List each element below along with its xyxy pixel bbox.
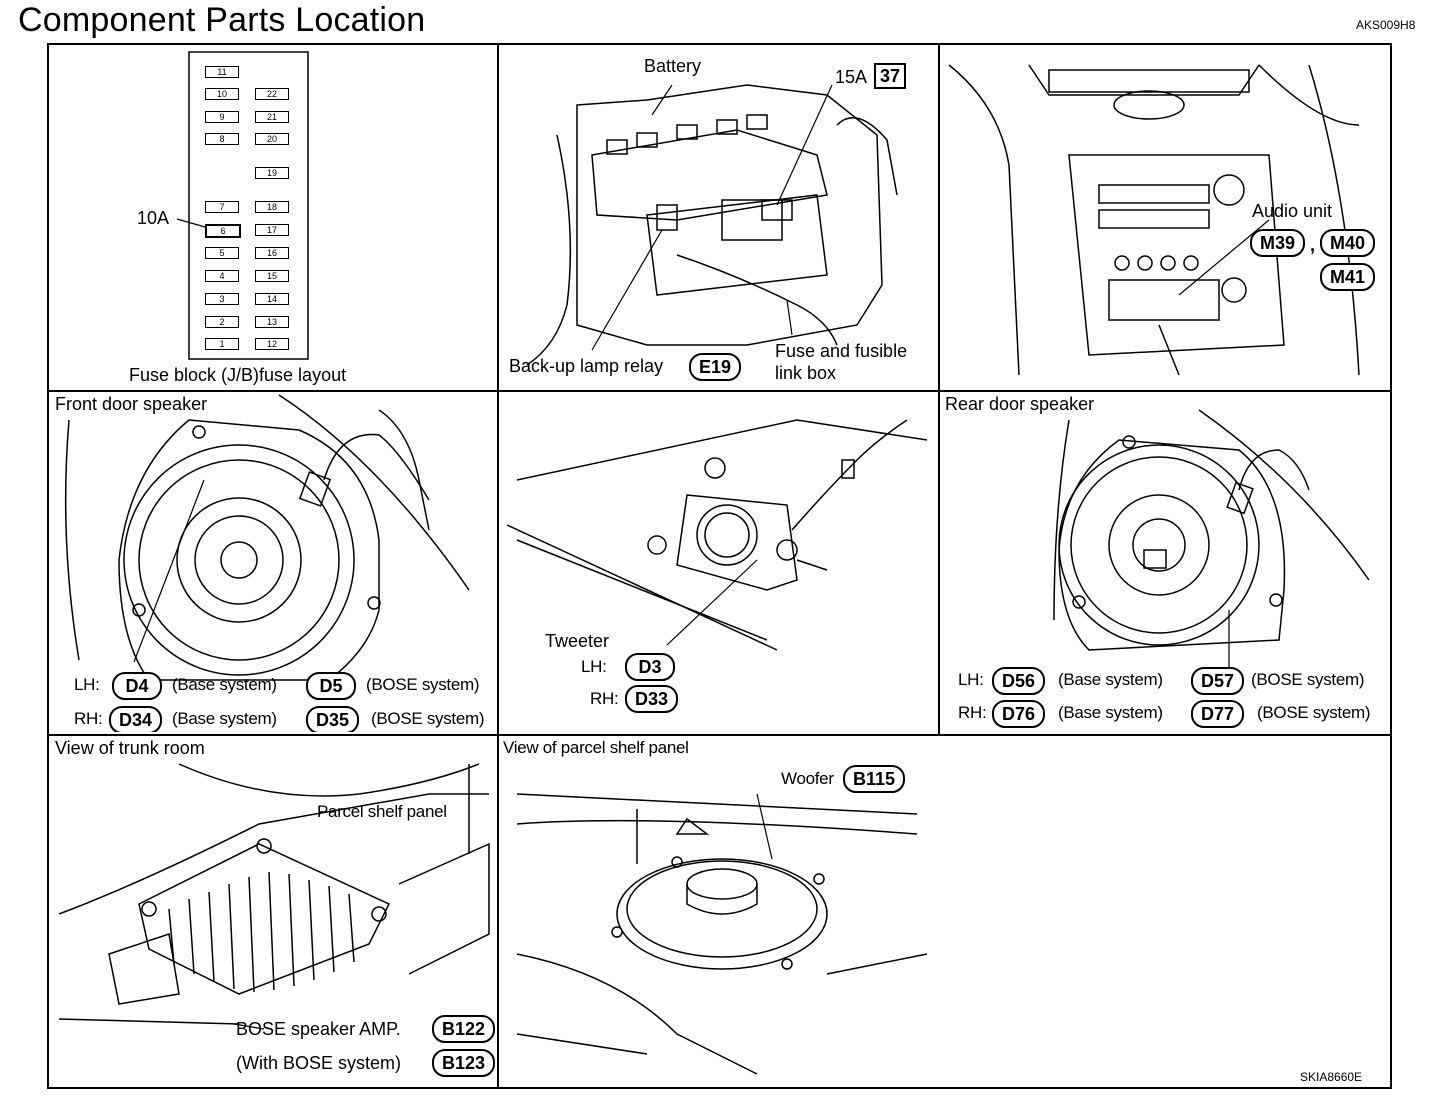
front-door-speaker-drawing <box>64 394 470 681</box>
connector-d34: D34 <box>109 706 163 732</box>
fuse-2: 2 <box>205 316 239 328</box>
diagram-frame <box>47 43 1392 1089</box>
front-door-speaker-title: Front door speaker <box>55 394 208 414</box>
with-bose-label: (With BOSE system) <box>236 1053 402 1073</box>
fuse-1: 1 <box>205 338 239 350</box>
fuse-10: 10 <box>205 88 239 100</box>
fuse-number-box: 37 <box>874 63 907 89</box>
connector-d76: D76 <box>992 700 1046 728</box>
connector-m41: M41 <box>1320 263 1376 291</box>
backup-lamp-relay-label: Back-up lamp relay <box>509 356 664 376</box>
fuse-7: 7 <box>205 201 239 213</box>
fuse-21: 21 <box>255 111 289 123</box>
fuse-11: 11 <box>205 66 239 78</box>
woofer-label: Woofer <box>781 769 834 788</box>
trunk-room-panel: View of trunk room Parcel shelf panel BO… <box>49 734 495 1087</box>
figure-code: SKIA8660E <box>1300 1070 1363 1084</box>
connector-b122: B122 <box>432 1015 495 1043</box>
fuse-8: 8 <box>205 133 239 145</box>
rear-door-speaker-drawing <box>1053 409 1370 670</box>
page-title: Component Parts Location <box>18 1 426 39</box>
connector-b115: B115 <box>843 765 906 793</box>
front-door-speaker-panel: Front door speaker LH: D4 (Base system) … <box>49 390 495 732</box>
front-lh-base-text: (Base system) <box>172 675 277 694</box>
fuse-highlight-label: 10A <box>137 208 170 228</box>
tweeter-rh-label: RH: <box>590 689 619 708</box>
fuse-9: 9 <box>205 111 239 123</box>
connector-d57: D57 <box>1191 667 1245 695</box>
fuse-block-panel: 10A Fuse block (J/B)fuse layout 11 10 9 8 7 6… <box>49 45 495 388</box>
fuse-17: 17 <box>255 224 289 236</box>
fuse-4: 4 <box>205 270 239 282</box>
fuse-16: 16 <box>255 247 289 259</box>
audio-unit-panel: Audio unit M39 , M40 M41 <box>939 45 1390 388</box>
fuse-14: 14 <box>255 293 289 305</box>
rear-door-speaker-panel: Rear door speaker LH: D56 (Base system) … <box>939 390 1390 732</box>
parcel-shelf-drawing <box>516 793 928 1075</box>
connector-d4: D4 <box>112 672 162 700</box>
fuse-15: 15 <box>255 270 289 282</box>
rear-lh-label: LH: <box>958 670 984 689</box>
front-lh-label: LH: <box>74 675 100 694</box>
fuse-18: 18 <box>255 201 289 213</box>
fuse-19: 19 <box>255 167 289 179</box>
trunk-room-title: View of trunk room <box>55 738 205 758</box>
fuse-block-drawing <box>176 51 309 360</box>
parcel-shelf-title: View of parcel shelf panel <box>503 738 689 757</box>
fusebox-label-line1: Fuse and fusible <box>775 341 908 361</box>
fuse-3: 3 <box>205 293 239 305</box>
tweeter-lh-label: LH: <box>581 657 607 676</box>
row-divider-2 <box>49 734 1390 736</box>
fuse-13: 13 <box>255 316 289 328</box>
front-rh-base-text: (Base system) <box>172 709 277 728</box>
column-divider-1 <box>497 45 499 1087</box>
rear-lh-bose-text: (BOSE system) <box>1251 670 1365 689</box>
parcel-shelf-panel: View of parcel shelf panel Woofer B115 <box>497 734 937 1087</box>
connector-m39: M39 <box>1250 229 1306 257</box>
connector-d35: D35 <box>306 706 360 732</box>
rear-rh-bose-text: (BOSE system) <box>1257 703 1371 722</box>
engine-room-panel: Battery 15A 37 Back-up lamp relay E19 Fu… <box>497 45 937 388</box>
rear-lh-base-text: (Base system) <box>1058 670 1163 689</box>
tweeter-title: Tweeter <box>545 631 610 651</box>
connector-b123: B123 <box>432 1049 495 1077</box>
rear-door-speaker-title: Rear door speaker <box>945 394 1095 414</box>
bose-amp-label: BOSE speaker AMP. <box>236 1019 401 1039</box>
connector-d5: D5 <box>306 672 356 700</box>
fuse-rating-label: 15A <box>835 67 868 87</box>
tweeter-drawing <box>506 419 928 651</box>
front-lh-bose-text: (BOSE system) <box>366 675 480 694</box>
audio-unit-drawing <box>948 64 1360 376</box>
audio-unit-label: Audio unit <box>1252 201 1333 221</box>
reference-code: AKS009H8 <box>1356 18 1416 32</box>
rear-rh-base-text: (Base system) <box>1058 703 1163 722</box>
connector-d56: D56 <box>992 667 1046 695</box>
fuse-20: 20 <box>255 133 289 145</box>
front-rh-bose-text: (BOSE system) <box>371 709 485 728</box>
connector-d77: D77 <box>1191 700 1245 728</box>
engine-room-drawing <box>526 84 898 366</box>
connector-d33: D33 <box>625 685 679 713</box>
fuse-22: 22 <box>255 88 289 100</box>
trunk-room-drawing <box>58 763 490 1030</box>
fuse-12: 12 <box>255 338 289 350</box>
fusebox-label-line2: link box <box>775 363 837 383</box>
front-rh-label: RH: <box>74 709 103 728</box>
connector-d3: D3 <box>625 653 675 681</box>
parcel-shelf-label: Parcel shelf panel <box>317 802 447 821</box>
connector-e19: E19 <box>689 353 742 381</box>
fuse-5: 5 <box>205 247 239 259</box>
row-divider-1 <box>49 390 1390 392</box>
fuse-layout-caption: Fuse block (J/B)fuse layout <box>129 365 347 385</box>
connector-m40: M40 <box>1320 229 1376 257</box>
connector-separator: , <box>1310 235 1316 255</box>
rear-rh-label: RH: <box>958 703 987 722</box>
battery-label: Battery <box>644 56 702 76</box>
tweeter-panel: Tweeter LH: D3 RH: D33 <box>497 390 937 732</box>
fuse-6: 6 <box>205 224 241 238</box>
